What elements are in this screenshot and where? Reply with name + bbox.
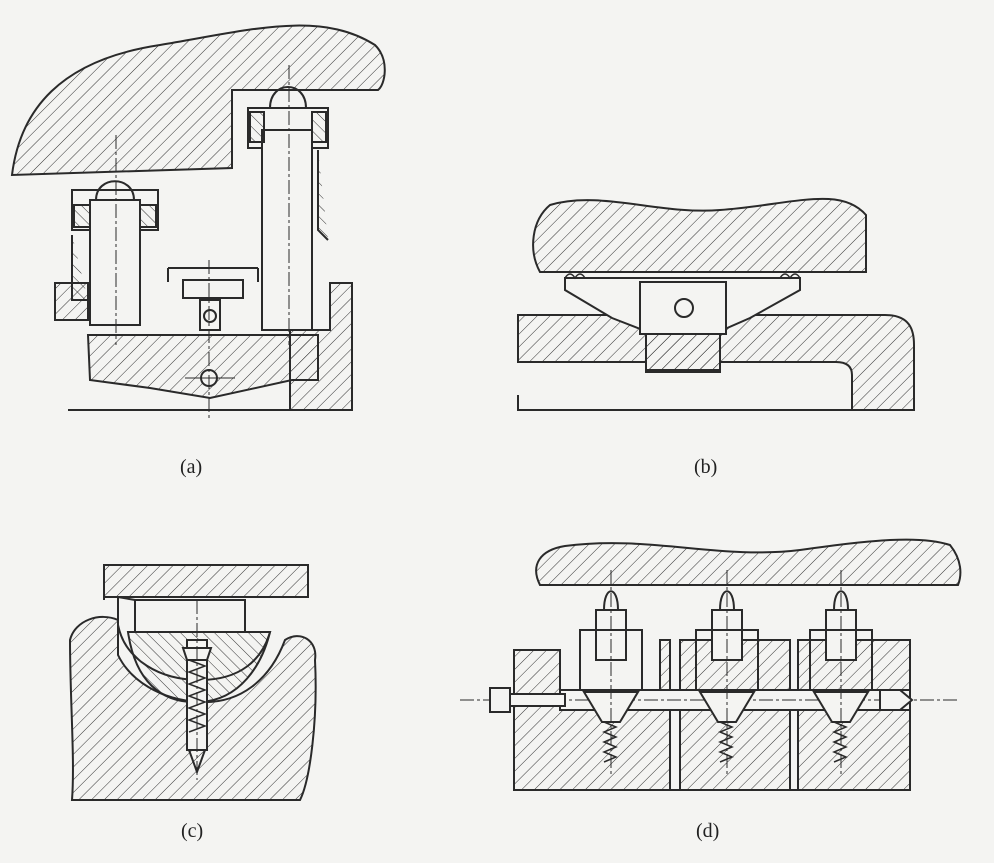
panel-d xyxy=(460,538,962,791)
panel-d-plunger-3 xyxy=(809,570,873,775)
panel-c-upper-workpiece xyxy=(103,564,309,598)
panel-b-pivot-block xyxy=(639,281,727,335)
panel-b-upper-workpiece xyxy=(532,197,867,273)
panel-d-plunger-2 xyxy=(695,570,759,775)
caption-d: (d) xyxy=(696,820,720,842)
panel-d-push-screw xyxy=(489,687,511,713)
panel-d-base-1 xyxy=(513,639,671,791)
panel-a-rocker-lever xyxy=(86,334,319,400)
panel-d-upper-workpiece xyxy=(535,538,962,586)
panel-c xyxy=(68,564,317,801)
panel-a xyxy=(10,24,386,420)
caption-c: (c) xyxy=(181,820,204,842)
caption-a: (a) xyxy=(180,456,203,478)
panel-a-center-block xyxy=(182,279,244,299)
panel-d-plunger-1 xyxy=(579,570,643,775)
caption-b: (b) xyxy=(694,456,718,478)
panel-a-upper-workpiece xyxy=(10,24,386,177)
panel-b xyxy=(517,197,915,411)
